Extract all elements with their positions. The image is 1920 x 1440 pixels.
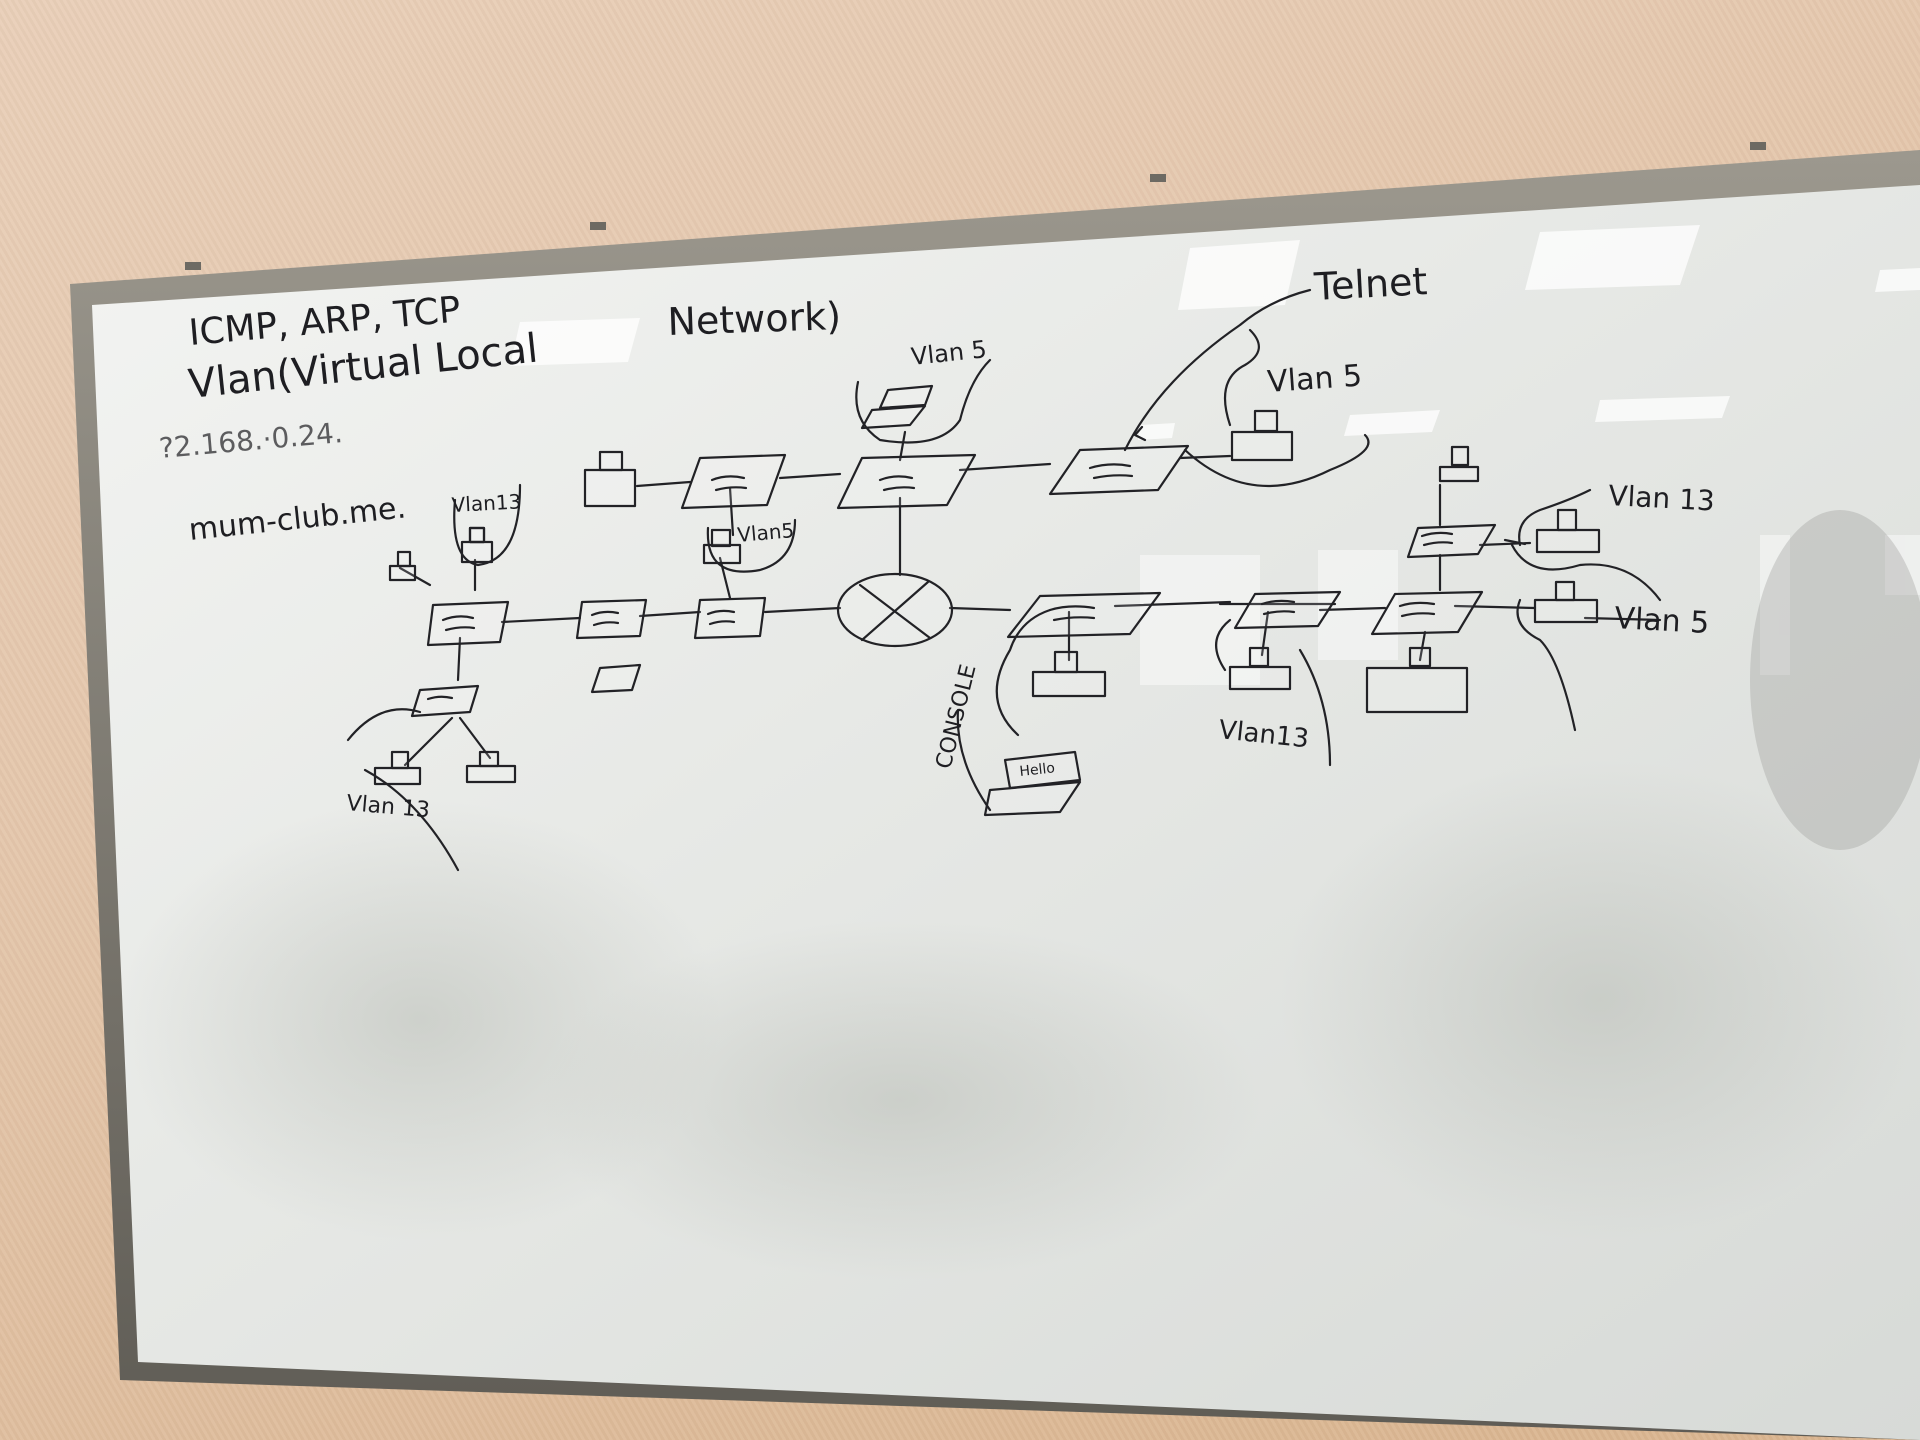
switch-icon — [693, 596, 767, 640]
whiteboard — [70, 142, 1920, 1440]
telnet-label: Telnet — [1312, 259, 1428, 309]
pc-icon — [1365, 646, 1469, 714]
frame-clip — [1150, 174, 1166, 182]
vlan-label-right-bottom: Vlan 5 — [1614, 601, 1711, 641]
switch-icon — [426, 600, 510, 647]
laptop-icon — [590, 663, 642, 694]
frame-clip — [590, 222, 606, 230]
vlan-boundary-curves — [346, 288, 1662, 872]
light-reflections — [510, 225, 1920, 440]
switch-icon — [836, 453, 977, 510]
pc-icon — [1533, 580, 1599, 624]
vlan-label-left: Vlan13 — [451, 489, 522, 517]
hosts — [373, 409, 1601, 786]
pc-icon — [1230, 409, 1294, 462]
laptop-icon — [860, 384, 934, 430]
switch-icon — [1406, 523, 1497, 559]
eraser-smudge — [1280, 760, 1920, 1240]
vlan-label-mid: Vlan5 — [736, 518, 795, 547]
frame-clip — [185, 262, 201, 270]
laptops: Hello — [590, 384, 1082, 817]
pc-icon — [583, 450, 637, 508]
network-diagram: Hello Telnet CONSOLE Vlan 5 — [345, 259, 1716, 872]
pc-icon — [373, 750, 422, 786]
pc-icon — [468, 526, 486, 544]
switches — [410, 444, 1497, 718]
switch-icon — [1006, 591, 1162, 639]
switch-icon — [1370, 590, 1484, 636]
reflection-silhouette — [1750, 510, 1920, 850]
eraser-smudge — [540, 920, 1260, 1280]
pc-icon — [1228, 646, 1292, 691]
switch-icon — [410, 684, 480, 718]
vlan-label-right-top: Vlan 5 — [1266, 358, 1363, 400]
switch-icon — [1048, 444, 1190, 496]
pc-icon — [1535, 508, 1601, 554]
switch-icon — [1233, 590, 1342, 630]
pc-icon — [388, 550, 417, 582]
hello-label: Hello — [1019, 760, 1056, 780]
vlan-label-right: Vlan 13 — [1608, 479, 1716, 518]
switch-icon — [680, 453, 787, 510]
console-laptop-icon: Hello — [983, 750, 1082, 817]
frame-clip — [1750, 142, 1766, 150]
network-note: Network) — [667, 294, 842, 344]
pc-icon — [465, 750, 517, 784]
pc-icon — [1031, 650, 1107, 698]
switch-icon — [575, 598, 648, 640]
pc-icon — [1438, 445, 1480, 483]
router-icon — [836, 572, 954, 648]
